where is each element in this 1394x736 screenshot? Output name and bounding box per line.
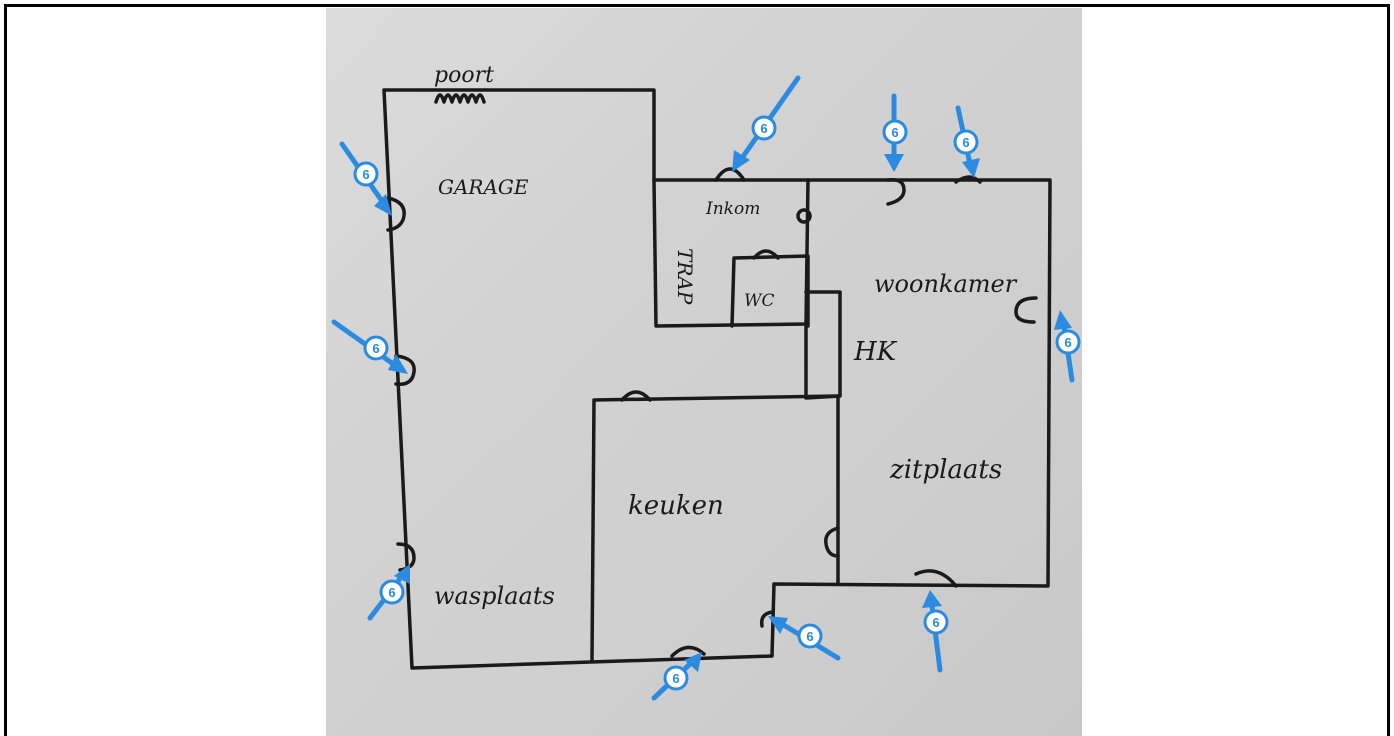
- door-back-1: [670, 645, 706, 658]
- label-inkom: Inkom: [705, 199, 760, 219]
- marker-badge: 6: [932, 615, 939, 630]
- wall-keuken: [590, 394, 840, 662]
- label-keuken: keuken: [628, 491, 724, 521]
- door-keuken-top: [620, 390, 652, 402]
- marker-woon-top-1: 6: [882, 93, 908, 172]
- door-small-1: [796, 208, 812, 224]
- label-garage: GARAGE: [438, 175, 529, 199]
- door-woonkamer-2: [954, 175, 982, 184]
- label-wasplaats: wasplaats: [434, 582, 555, 610]
- door-garage-1: [386, 196, 406, 232]
- label-poort: poort: [434, 63, 494, 88]
- door-garage-2: [394, 354, 416, 386]
- marker-wasplaats: 6: [367, 564, 410, 621]
- marker-badge: 6: [806, 629, 813, 644]
- door-woonkamer-1: [886, 177, 906, 206]
- door-zit-bottom: [914, 569, 958, 588]
- wall-outer: [382, 88, 1052, 670]
- label-wc: WC: [744, 291, 774, 311]
- poort-scribble: [434, 93, 486, 104]
- marker-badge: 6: [362, 167, 369, 182]
- marker-zit-bottom: 6: [922, 590, 949, 673]
- door-back-2: [759, 610, 774, 628]
- label-trap-group: TRAP: [673, 248, 697, 305]
- door-woon-right: [1014, 296, 1038, 324]
- label-hk: HK: [853, 337, 898, 367]
- label-zitplaats: zitplaats: [889, 455, 1002, 485]
- marker-badge: 6: [672, 671, 679, 686]
- marker-inkom: 6: [732, 75, 801, 172]
- label-trap: TRAP: [673, 248, 697, 305]
- floorplan-sketch: poort GARAGE Inkom TRAP WC woonkamer HK …: [331, 63, 1081, 701]
- label-woonkamer: woonkamer: [874, 270, 1018, 298]
- marker-keuken-bottom: 6: [651, 652, 702, 701]
- door-keuken-side: [824, 526, 840, 558]
- marker-badge: 6: [962, 135, 969, 150]
- marker-badge: 6: [1064, 335, 1071, 350]
- marker-woon-right: 6: [1054, 310, 1081, 383]
- marker-woon-top-2: 6: [953, 105, 980, 178]
- floorplan-photo: poort GARAGE Inkom TRAP WC woonkamer HK …: [326, 8, 1082, 736]
- marker-badge: 6: [388, 585, 395, 600]
- door-wc: [752, 249, 780, 260]
- marker-garage-top: 6: [339, 141, 392, 216]
- marker-badge: 6: [372, 341, 379, 356]
- marker-badge: 6: [760, 121, 767, 136]
- marker-badge: 6: [891, 125, 898, 140]
- wall-hk: [804, 290, 842, 400]
- door-inkom: [714, 167, 746, 182]
- marker-garage-mid: 6: [331, 319, 408, 374]
- marker-back-door: 6: [768, 616, 841, 661]
- page-frame: [4, 4, 1390, 736]
